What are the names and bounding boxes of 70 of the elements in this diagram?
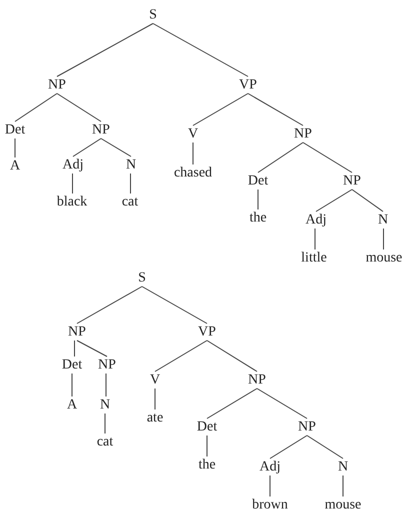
tree-label: NP (342, 174, 362, 188)
tree-label: little (300, 250, 328, 266)
tree-label: S (148, 8, 158, 22)
tree-branch (152, 23, 248, 77)
tree-label: mouse (324, 498, 362, 512)
tree-branch (74, 340, 75, 357)
tree-branch (154, 388, 156, 410)
tree-branch (270, 435, 308, 459)
tree-label: N (376, 212, 390, 228)
tree-label: Det (60, 358, 84, 372)
tree-label: the (197, 458, 217, 472)
tree-branch (352, 189, 384, 212)
tree-branch (104, 413, 106, 434)
tree-branch (56, 23, 154, 77)
tree-branch (316, 189, 352, 212)
tree-branch (56, 93, 102, 122)
tree-label: black (56, 194, 88, 210)
tree-branch (206, 340, 258, 372)
tree-label: VP (238, 78, 258, 92)
tree-branch (314, 228, 316, 250)
tree-label: Det (246, 174, 270, 188)
tree-label: NP (91, 122, 111, 138)
tree-label: N (124, 158, 138, 172)
tree-branch (192, 93, 248, 126)
tree-branch (14, 93, 58, 122)
tree-label: chased (172, 166, 214, 180)
tree-branch (130, 173, 131, 194)
tree-branch (258, 142, 304, 173)
tree-branch (154, 340, 208, 372)
tree-label: S (137, 270, 147, 286)
tree-label: A (8, 158, 22, 174)
tree-label: NP (293, 126, 313, 142)
tree-label: NP (297, 420, 317, 434)
tree-branch (206, 388, 258, 419)
tree-label: A (66, 398, 78, 412)
tree-label: NP (67, 324, 87, 340)
tree-branch (302, 142, 352, 173)
tree-label: V (148, 372, 162, 388)
tree-label: cat (120, 194, 140, 210)
tree-label: NP (97, 358, 117, 372)
tree-branch (383, 228, 384, 250)
tree-label: Adj (304, 212, 328, 228)
tree-label: Det (4, 122, 26, 138)
tree-label: Adj (258, 460, 282, 474)
tree-branch (14, 138, 16, 158)
tree-branch (142, 286, 208, 324)
tree-branch (192, 142, 194, 165)
tree-label: Det (196, 420, 218, 434)
tree-branch (100, 138, 132, 157)
tree-label: NP (47, 78, 67, 92)
tree-label: V (186, 126, 200, 142)
tree-branch (72, 138, 102, 157)
tree-branch (76, 286, 142, 324)
tree-label: brown (251, 498, 289, 512)
tree-label: cat (96, 434, 114, 450)
tree-label: mouse (364, 250, 404, 266)
tree-label: ate (146, 410, 164, 426)
tree-branch (306, 435, 344, 459)
tree-label: the (248, 210, 268, 226)
tree-label: NP (247, 372, 267, 388)
tree-label: Adj (62, 158, 84, 172)
tree-branch (256, 388, 308, 419)
tree-branch (206, 435, 208, 457)
tree-label: N (336, 460, 350, 474)
tree-branch (76, 340, 108, 357)
tree-branch (248, 93, 304, 126)
tree-label: VP (197, 324, 217, 340)
tree-branch (72, 173, 73, 194)
tree-branch (342, 475, 344, 497)
tree-label: N (98, 398, 112, 412)
